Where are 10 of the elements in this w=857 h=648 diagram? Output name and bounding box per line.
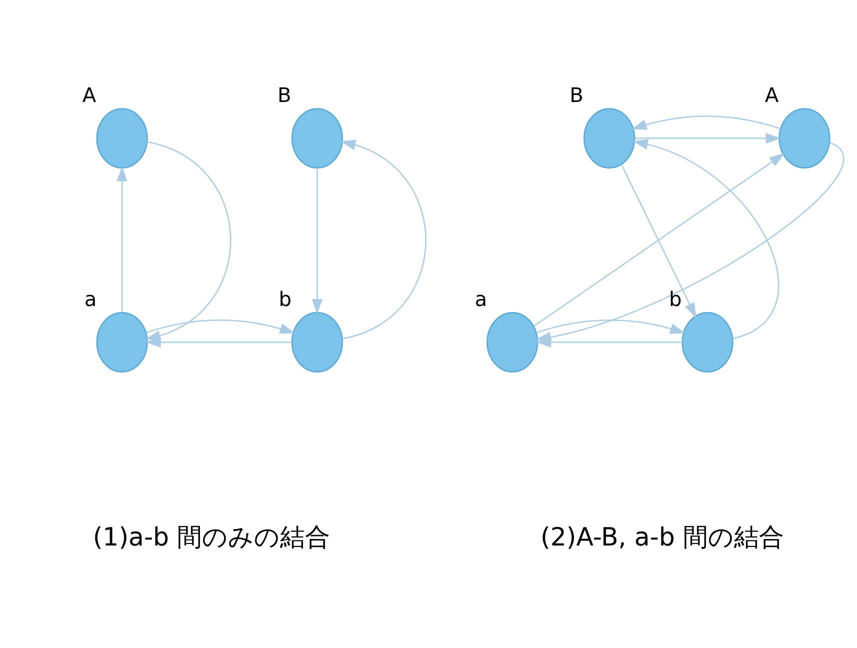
label: (2)A-B, a-b 間の結合 xyxy=(540,522,784,552)
node-label: A xyxy=(82,83,96,108)
node-label: B xyxy=(570,83,584,108)
node-label: b xyxy=(278,287,292,312)
node-label: a xyxy=(474,287,488,312)
node-label: B xyxy=(278,83,292,108)
node-label: b xyxy=(669,287,682,312)
node-label: a xyxy=(84,287,97,312)
node-label: A xyxy=(764,83,779,108)
label: (1)a-b 間のみの結合 xyxy=(92,522,330,552)
